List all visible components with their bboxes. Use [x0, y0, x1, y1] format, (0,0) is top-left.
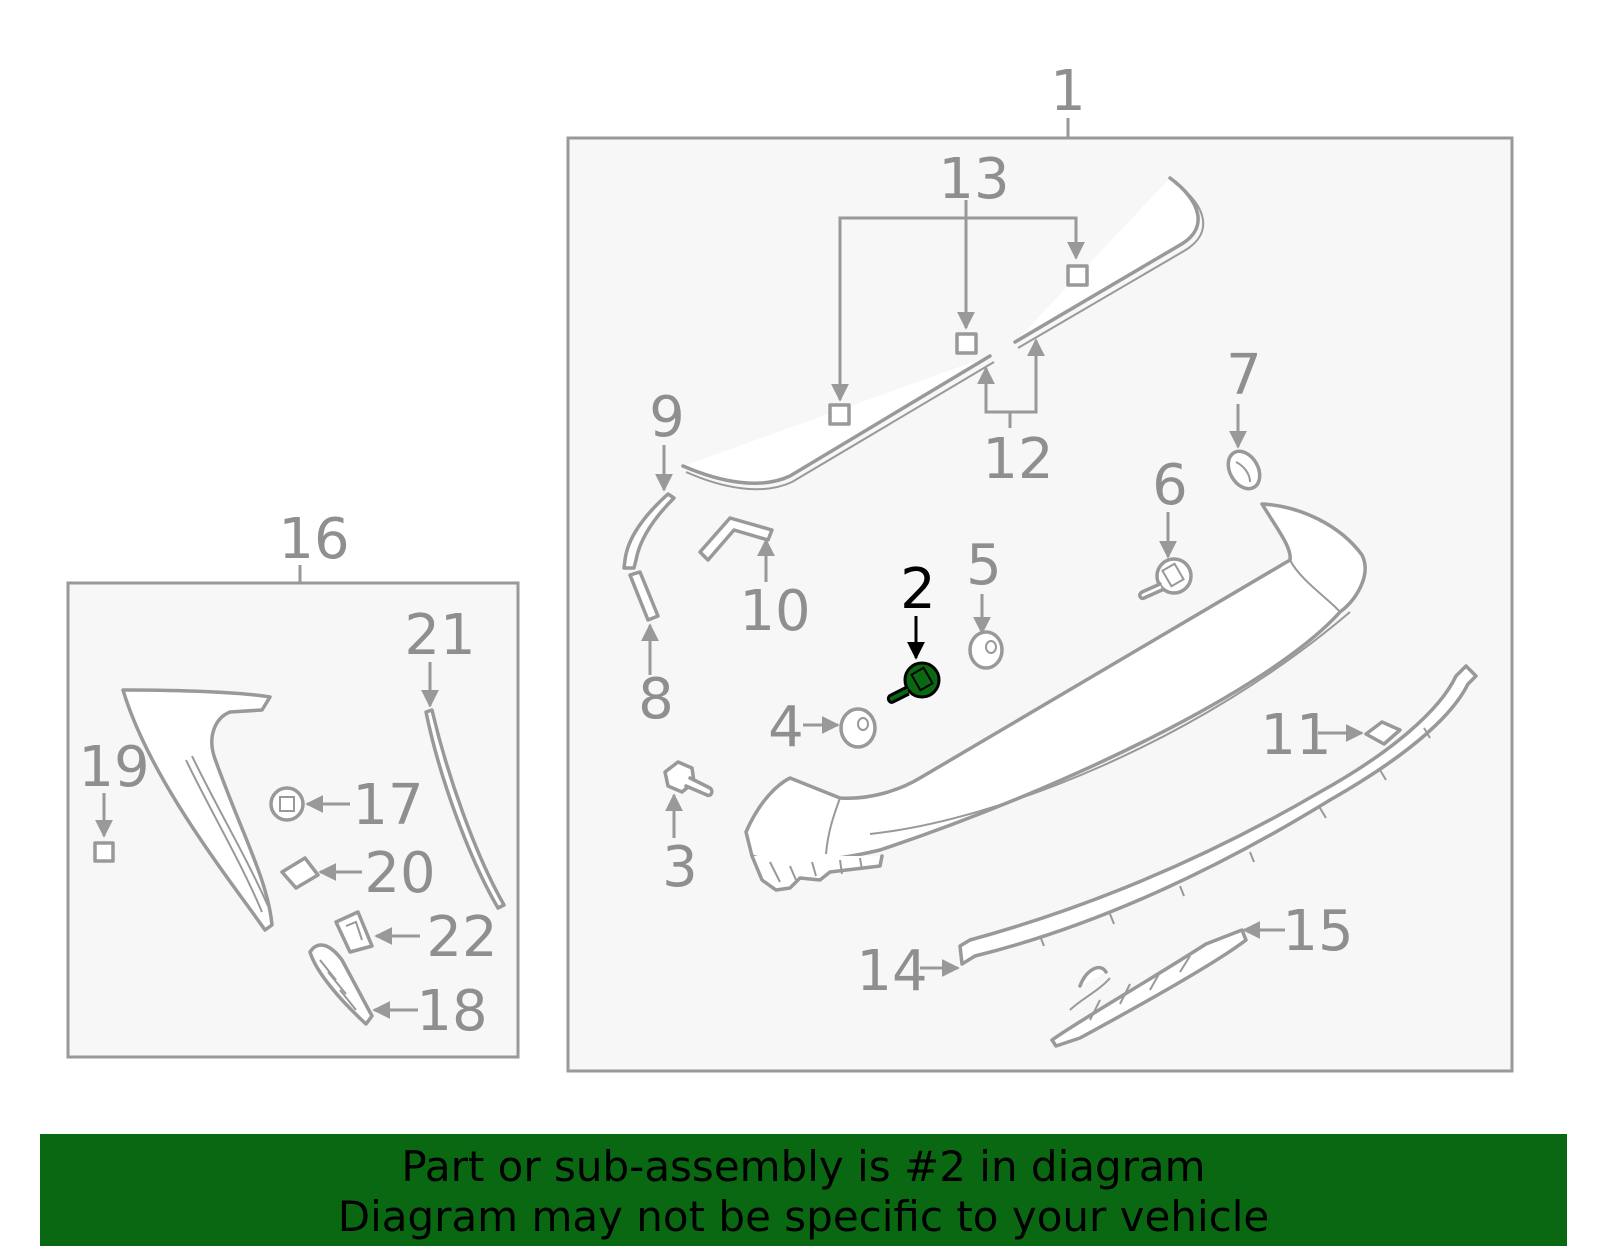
- callout-6[interactable]: 6: [1152, 453, 1188, 518]
- part-5-nut: [968, 630, 1004, 670]
- part-22-bracket: [334, 910, 374, 954]
- part-2-highlighted-screw[interactable]: [886, 661, 941, 704]
- callout-7[interactable]: 7: [1226, 343, 1262, 408]
- callout-22[interactable]: 22: [426, 905, 497, 970]
- part-4-nut: [839, 707, 877, 749]
- spoiler-body: [744, 502, 1367, 892]
- callout-17[interactable]: 17: [352, 773, 423, 838]
- part-21-strip: [424, 708, 506, 910]
- callout-8[interactable]: 8: [638, 667, 674, 732]
- part-3-bolt: [663, 760, 714, 798]
- part-7-grommet: [1226, 449, 1262, 491]
- callout-16[interactable]: 16: [278, 507, 349, 572]
- callout-10[interactable]: 10: [739, 579, 810, 644]
- part-6-screw: [1138, 557, 1193, 601]
- callout-1[interactable]: 1: [1050, 59, 1086, 124]
- part-18-bracket: [308, 943, 374, 1026]
- banner-line-1: Part or sub-assembly is #2 in diagram: [401, 1142, 1206, 1191]
- part-19-clip: [93, 841, 115, 863]
- part-13-clips: [828, 200, 1089, 426]
- callout-15[interactable]: 15: [1282, 899, 1353, 964]
- info-banner: Part or sub-assembly is #2 in diagram Di…: [40, 1134, 1567, 1246]
- part-14-strip: [958, 664, 1478, 966]
- callout-5[interactable]: 5: [966, 533, 1002, 598]
- banner-line-2: Diagram may not be specific to your vehi…: [337, 1192, 1270, 1241]
- callout-14[interactable]: 14: [856, 939, 927, 1004]
- part-17-grommet: [269, 786, 305, 822]
- callout-21[interactable]: 21: [404, 603, 475, 668]
- callout-2[interactable]: 2: [900, 557, 936, 622]
- part-11-pad: [1364, 720, 1402, 746]
- callout-4[interactable]: 4: [768, 695, 804, 760]
- callout-19[interactable]: 19: [78, 735, 149, 800]
- part-15-light: [1050, 928, 1248, 1048]
- callout-20[interactable]: 20: [364, 841, 435, 906]
- callout-18[interactable]: 18: [416, 979, 487, 1044]
- part-20-pad: [280, 856, 320, 890]
- main-assembly-box: [566, 136, 1514, 1073]
- part-8-strip: [628, 570, 660, 622]
- callout-12[interactable]: 12: [982, 427, 1053, 492]
- side-garnish: [121, 688, 274, 932]
- callout-3[interactable]: 3: [662, 835, 698, 900]
- callout-11[interactable]: 11: [1260, 703, 1331, 768]
- callout-9[interactable]: 9: [649, 385, 685, 450]
- callout-13[interactable]: 13: [938, 147, 1009, 212]
- part-9-trim: [622, 492, 676, 570]
